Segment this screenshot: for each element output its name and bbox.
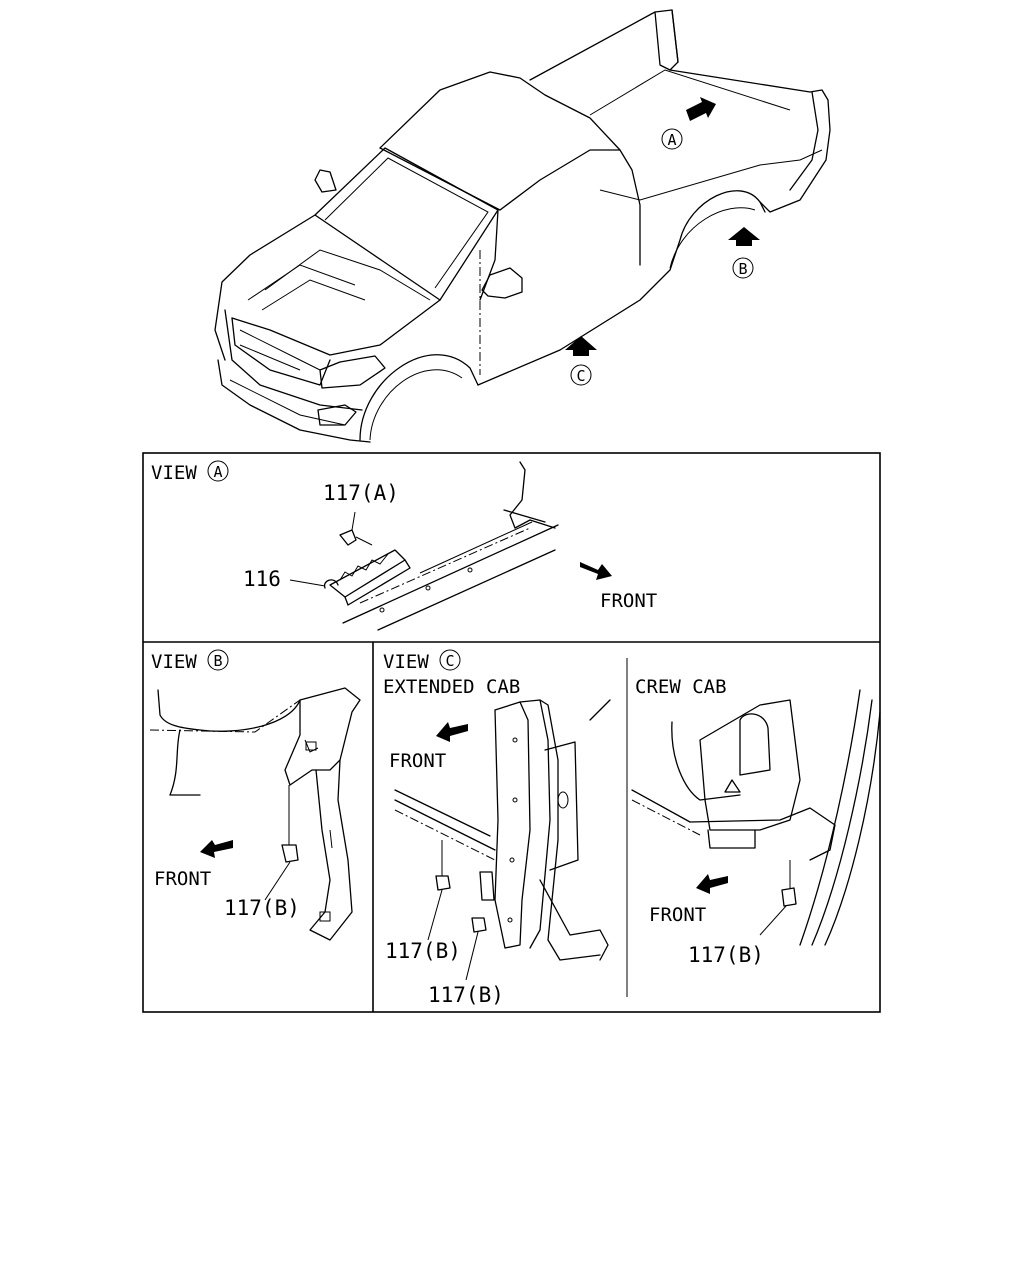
crew-cab-part-117b-label: 117(B): [688, 943, 764, 967]
truck-illustration: [214, 9, 831, 443]
view-c-panel: VIEW C EXTENDED CAB FRONT 117(B) 117(B) …: [383, 649, 881, 1007]
front-arrow-icon: [696, 874, 728, 894]
view-b-panel: VIEW B FRONT 117(B): [149, 649, 361, 941]
extended-cab-front-label: FRONT: [389, 750, 446, 772]
crew-cab-label: CREW CAB: [635, 676, 727, 698]
direction-arrow-icon: [686, 97, 716, 121]
front-arrow-icon: [580, 562, 612, 580]
view-c-circle: [439, 649, 461, 671]
extended-cab-part-117b-2-label: 117(B): [428, 983, 504, 1007]
view-b-letter: B: [213, 652, 222, 670]
view-a-title: VIEW: [151, 462, 197, 484]
callout-arrow-a-group: A: [661, 97, 716, 150]
extended-cab-part-117b-1-label: 117(B): [385, 939, 461, 963]
callout-arrow-b-group: B: [728, 227, 760, 279]
callout-a-label: A: [667, 131, 676, 149]
up-arrow-icon: [728, 227, 760, 246]
view-b-circle: [207, 649, 229, 671]
callout-b-label: B: [738, 260, 747, 278]
callout-c-label: C: [576, 367, 585, 385]
view-c-letter: C: [445, 652, 454, 670]
view-a-letter: A: [213, 463, 222, 481]
view-b-front-label: FRONT: [154, 868, 211, 890]
callout-b-circle: [732, 257, 754, 279]
crew-cab-front-label: FRONT: [649, 904, 706, 926]
view-b-title: VIEW: [151, 651, 197, 673]
extended-cab-label: EXTENDED CAB: [383, 676, 520, 698]
view-a-circle: [207, 460, 229, 482]
up-arrow-icon: [565, 336, 597, 356]
callout-c-circle: [570, 364, 592, 386]
part-116-label: 116: [243, 567, 281, 591]
callout-a-circle: [661, 128, 683, 150]
front-arrow-icon: [436, 722, 468, 742]
view-b-part-117b-label: 117(B): [224, 896, 300, 920]
part-117a-label: 117(A): [323, 481, 399, 505]
view-a-front-label: FRONT: [600, 590, 657, 612]
front-arrow-icon: [200, 840, 233, 858]
views-frame: [142, 452, 881, 1013]
view-a-panel: VIEW A 117(A) 116 FRONT: [151, 460, 657, 631]
callout-arrow-c-group: C: [565, 336, 597, 386]
view-c-title: VIEW: [383, 651, 429, 673]
